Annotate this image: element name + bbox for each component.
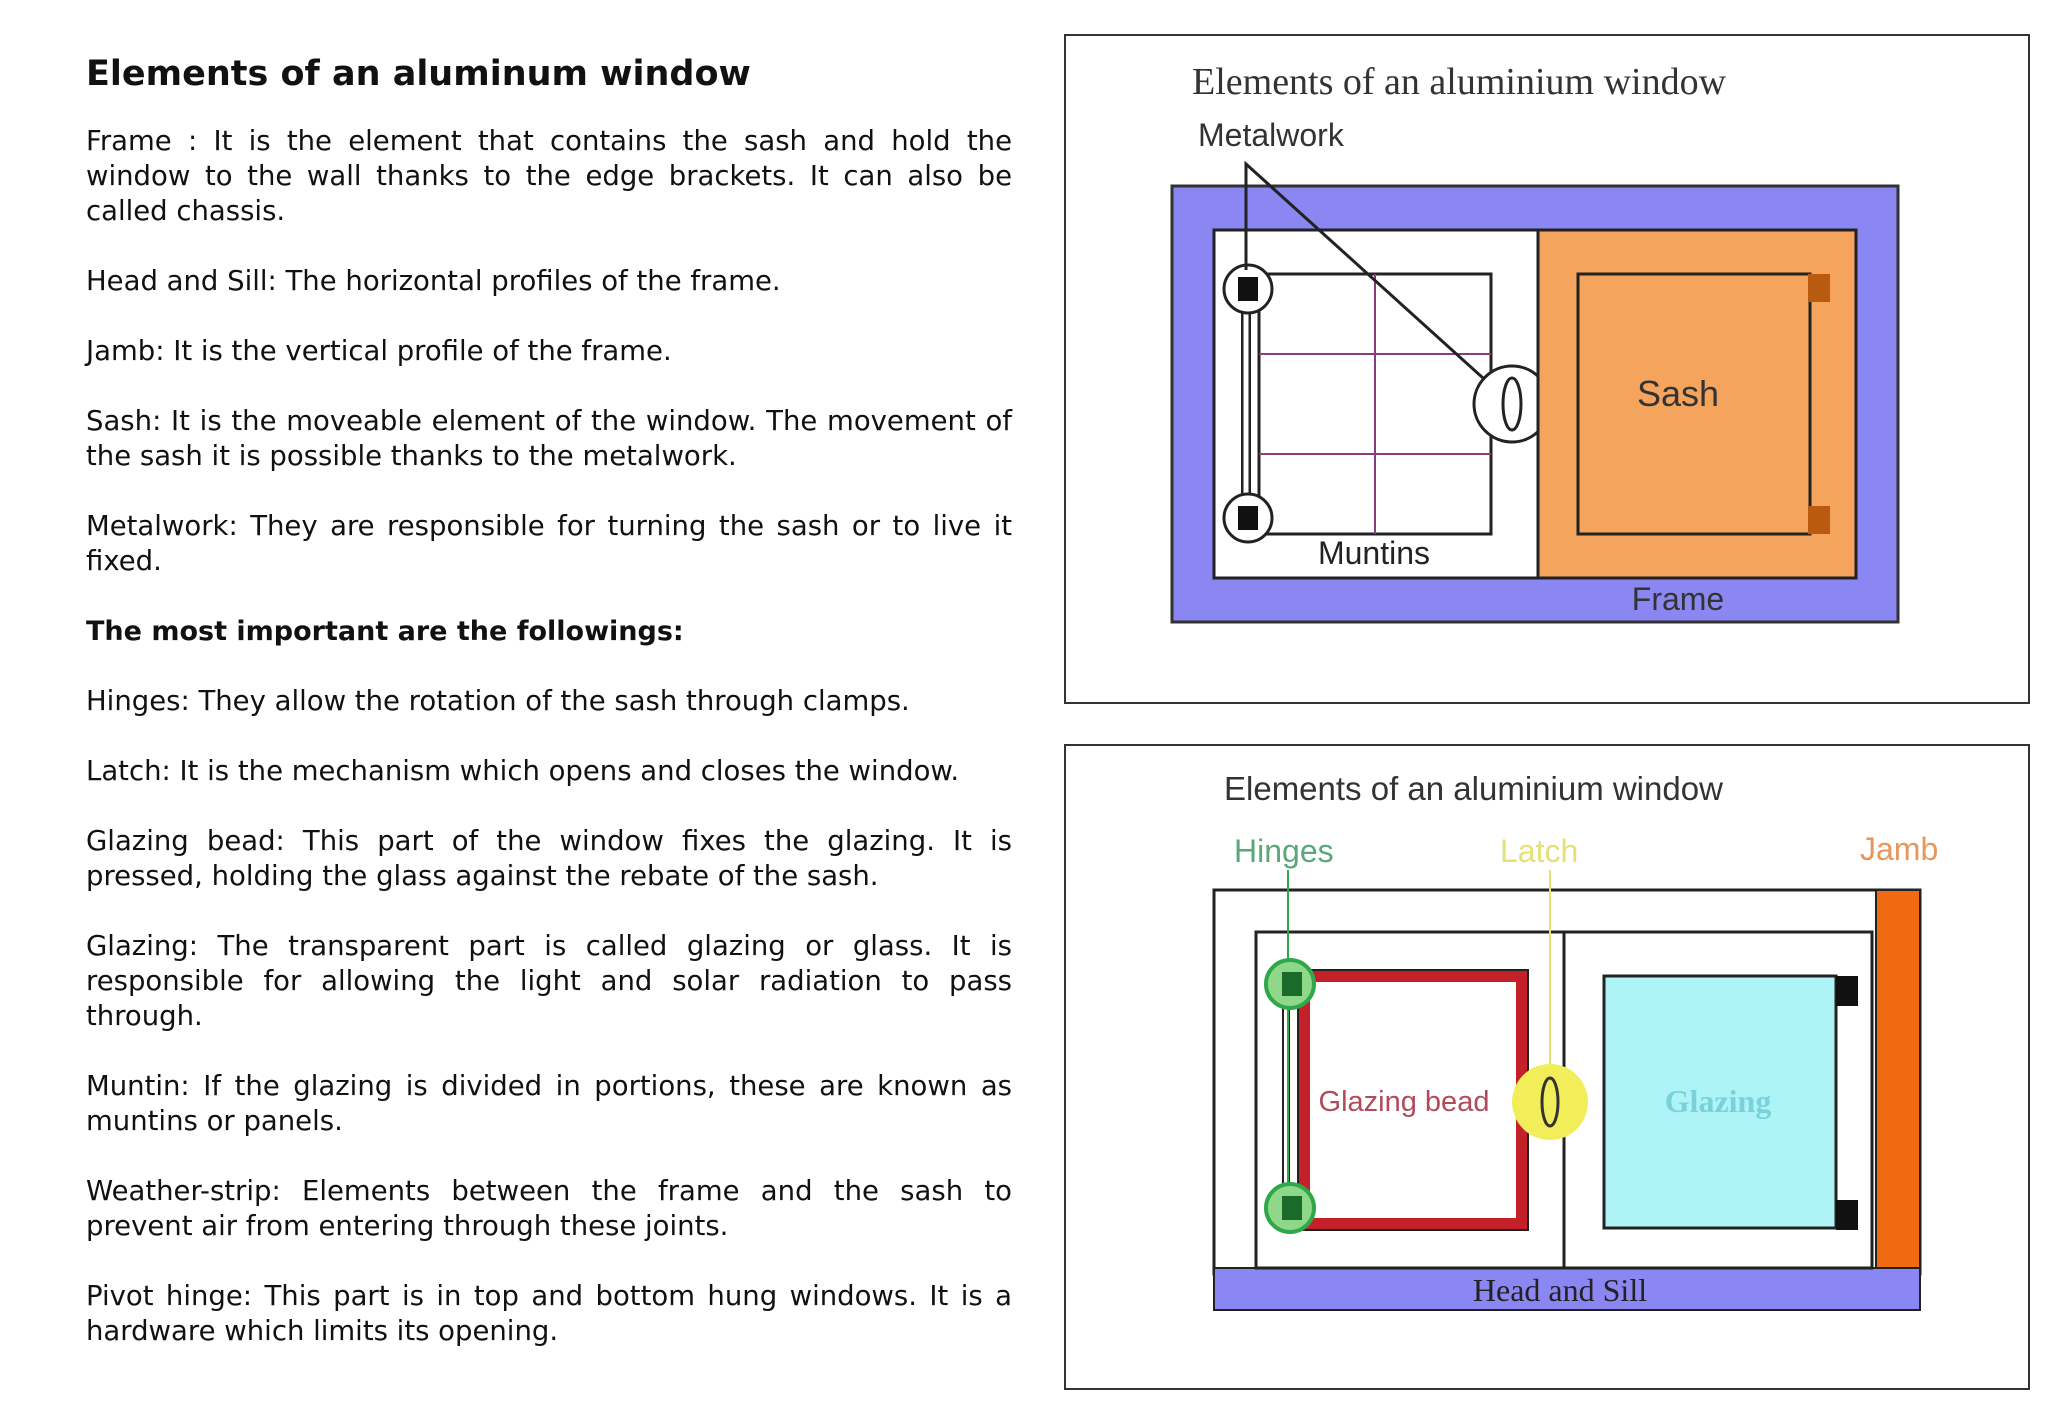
glazing-hardware-top <box>1836 976 1858 1006</box>
metalwork-pointer-line <box>1244 160 1516 408</box>
sash-inner-border <box>1576 272 1812 536</box>
label-latch: Latch <box>1500 833 1578 869</box>
label-sash: Sash <box>1637 373 1719 414</box>
figure-window-frame-sash: Elements of an aluminium window Metalwor… <box>1064 34 2030 704</box>
figure-window-hardware: Elements of an aluminium window Hinges L… <box>1064 744 2030 1390</box>
label-head-and-sill: Head and Sill <box>1473 1272 1647 1308</box>
definition-hinges: Hinges: They allow the rotation of the s… <box>86 685 910 717</box>
definition-glazing: Glazing: The transparent part is called … <box>86 930 1012 1032</box>
glazing-hardware-bottom <box>1836 1200 1858 1230</box>
latch-icon <box>1472 364 1552 444</box>
document-title: Elements of an aluminum window <box>86 54 751 94</box>
definition-sash: Sash: It is the moveable element of the … <box>86 405 1012 472</box>
label-glazing: Glazing <box>1665 1083 1772 1119</box>
glazing-panel <box>1602 974 1838 1230</box>
label-frame: Frame <box>1632 581 1724 617</box>
definition-muntin: Muntin: If the glazing is divided in por… <box>86 1070 1012 1137</box>
latch-icon <box>1512 1064 1588 1140</box>
sash-panel <box>1536 228 1858 580</box>
definition-metalwork: Metalwork: They are responsible for turn… <box>86 510 1012 577</box>
definition-jamb: Jamb: It is the vertical profile of the … <box>86 335 672 367</box>
definition-pivot-hinge: Pivot hinge: This part is in top and bot… <box>86 1280 1012 1347</box>
definition-frame: Frame : It is the element that contains … <box>86 125 1012 227</box>
sash-hardware-bottom <box>1808 506 1830 534</box>
figure-title: Elements of an aluminium window <box>1224 770 1723 807</box>
subheading: The most important are the followings: <box>86 616 684 647</box>
head-and-sill-bar <box>1213 1267 1921 1311</box>
definition-head-and-sill: Head and Sill: The horizontal profiles o… <box>86 265 781 297</box>
definition-glazing-bead: Glazing bead: This part of the window fi… <box>86 825 1012 892</box>
sash-hardware-top <box>1808 274 1830 302</box>
label-metalwork: Metalwork <box>1198 117 1345 153</box>
text-column: Elements of an aluminum window Frame : I… <box>86 52 1012 1384</box>
label-jamb: Jamb <box>1860 831 1938 867</box>
hinge-bottom-icon <box>1222 492 1274 544</box>
label-muntins: Muntins <box>1318 535 1430 571</box>
label-glazing-bead: Glazing bead <box>1319 1086 1490 1118</box>
hinge-bottom-icon <box>1264 1182 1316 1234</box>
hinge-top-icon <box>1264 958 1316 1010</box>
figure-title: Elements of an aluminium window <box>1192 61 1727 103</box>
jamb-bar <box>1875 889 1921 1275</box>
definition-latch: Latch: It is the mechanism which opens a… <box>86 755 960 787</box>
label-hinges: Hinges <box>1234 833 1334 869</box>
glazing-bead-frame <box>1298 970 1528 1230</box>
definition-weather-strip: Weather-strip: Elements between the fram… <box>86 1175 1012 1242</box>
hinge-top-icon <box>1222 263 1274 315</box>
